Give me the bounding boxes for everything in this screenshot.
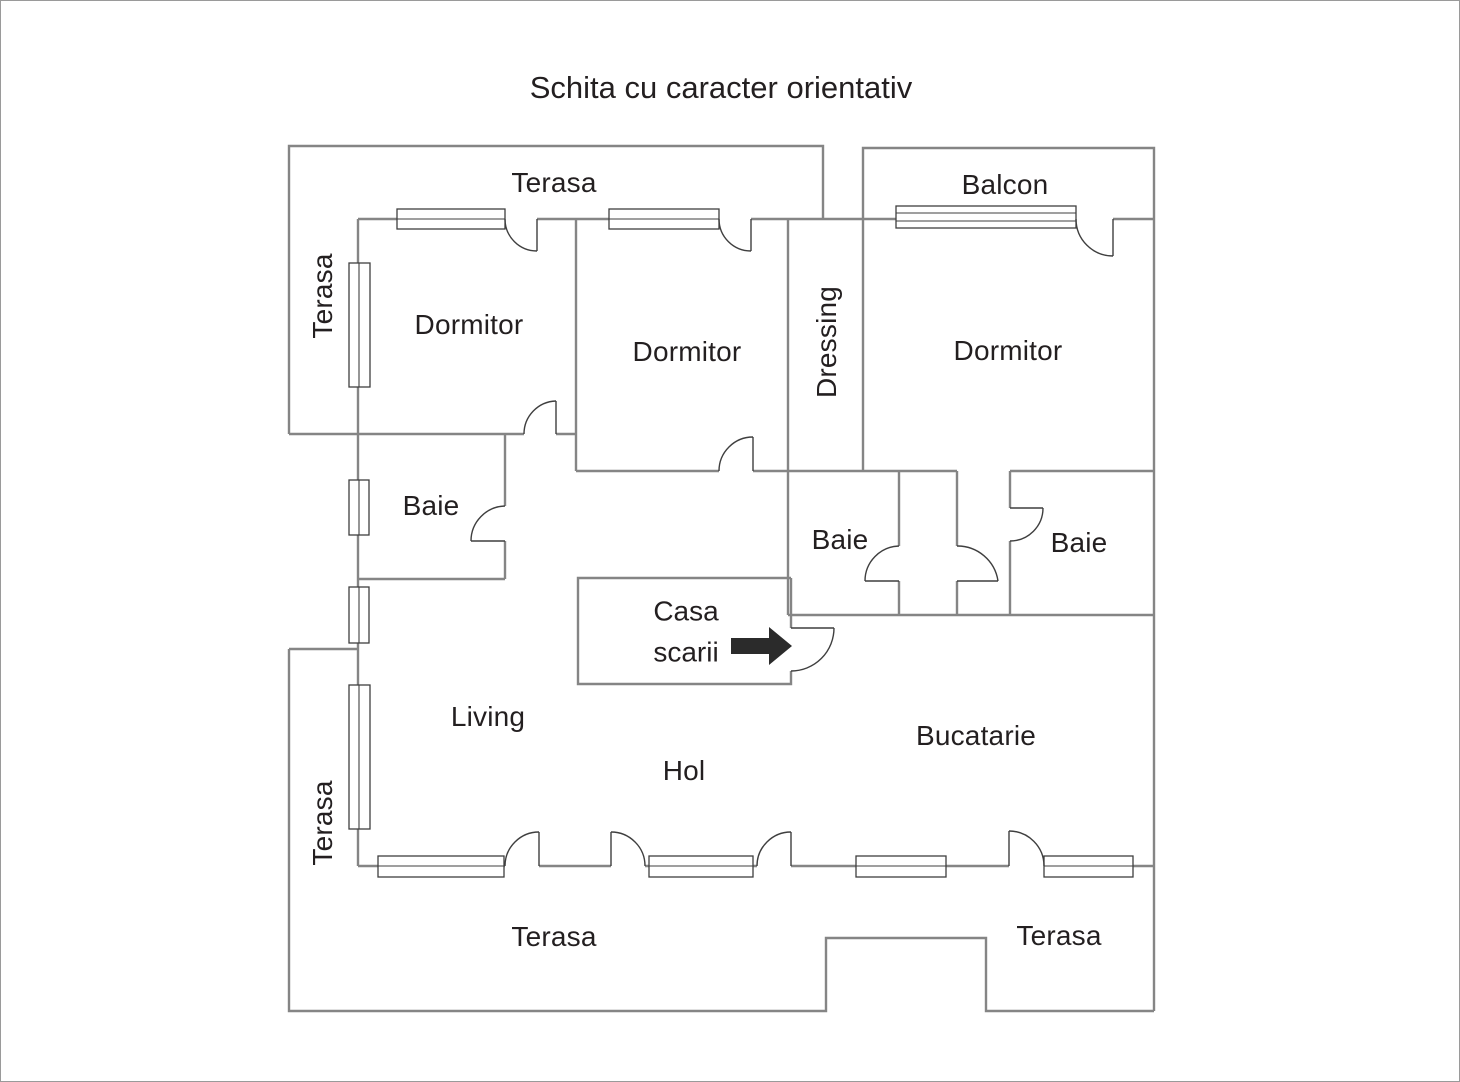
room-label-terasa-left: Terasa xyxy=(307,253,338,339)
window xyxy=(396,208,506,230)
door xyxy=(610,831,646,867)
page-title: Schita cu caracter orientativ xyxy=(529,70,913,105)
room-label-living: Living xyxy=(450,701,526,732)
room-label-terasa-bottom-left-vertical: Terasa xyxy=(307,780,338,866)
door xyxy=(1075,218,1114,257)
window xyxy=(648,855,754,878)
door xyxy=(756,831,792,867)
door xyxy=(504,831,540,867)
room-label-hol: Hol xyxy=(662,755,706,786)
door xyxy=(790,627,835,672)
window xyxy=(377,855,505,878)
room-label-dressing: Dressing xyxy=(811,285,842,399)
room-label-bucatarie: Bucatarie xyxy=(915,720,1037,751)
room-label-baie-right: Baie xyxy=(1050,527,1108,558)
room-label-baie-left: Baie xyxy=(402,490,460,521)
doors xyxy=(470,218,1114,867)
window xyxy=(348,684,371,830)
room-label-dormitor-left: Dormitor xyxy=(414,309,524,340)
casa-scarii-line2: scarii xyxy=(653,636,719,667)
window xyxy=(608,208,720,230)
door xyxy=(718,218,752,252)
window xyxy=(1043,855,1134,878)
room-label-casa-scarii: Casa scarii xyxy=(653,591,718,672)
door xyxy=(1009,507,1044,542)
window xyxy=(895,205,1077,229)
window xyxy=(348,262,371,388)
casa-scarii-line1: Casa xyxy=(653,595,719,627)
entrance-arrow-icon xyxy=(731,627,792,665)
window xyxy=(348,586,370,644)
window xyxy=(348,479,370,536)
room-label-dormitor-mid: Dormitor xyxy=(632,336,742,367)
door xyxy=(864,545,900,582)
window xyxy=(855,855,947,878)
exterior-walls xyxy=(287,144,1156,1013)
room-label-baie-mid: Baie xyxy=(811,524,869,555)
room-label-balcon: Balcon xyxy=(961,169,1049,200)
windows xyxy=(348,205,1134,878)
door xyxy=(718,436,754,472)
room-label-terasa-top: Terasa xyxy=(511,167,597,198)
room-label-terasa-bottom-right: Terasa xyxy=(1016,920,1102,951)
door xyxy=(523,400,557,435)
door xyxy=(504,218,538,252)
room-label-dormitor-right: Dormitor xyxy=(953,335,1063,366)
door xyxy=(470,505,506,542)
room-label-terasa-bottom-left: Terasa xyxy=(511,921,597,952)
door xyxy=(956,545,999,582)
door xyxy=(1008,830,1045,867)
